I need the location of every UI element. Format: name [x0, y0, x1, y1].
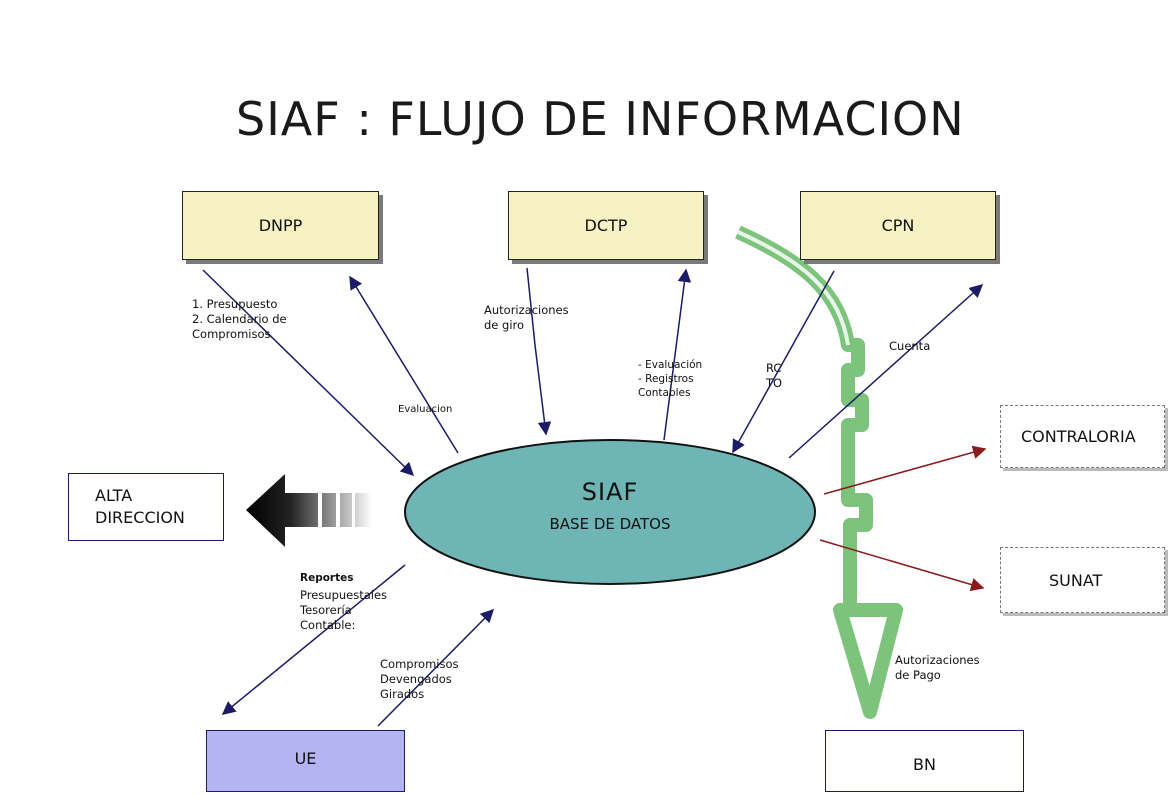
arrow-siaf-to-ue [221, 564, 406, 715]
siaf-title: SIAF [581, 478, 639, 506]
node-contraloria: CONTRALORIA [1000, 405, 1165, 468]
node-alta-direccion: ALTA DIRECCION [68, 473, 224, 541]
red-arrows [819, 445, 987, 592]
label-evaluacion-registros: - Evaluación - Registros Contables [638, 359, 703, 399]
label-reportes-body: Presupuestales Tesorería Contable: [300, 588, 388, 632]
arrow-siaf-to-dnpp [349, 275, 459, 454]
arrow-dnpp-to-siaf [202, 269, 415, 477]
node-ue: UE [206, 730, 405, 792]
label-compromisos: Compromisos Devengados Girados [380, 657, 459, 701]
node-cpn: CPN [800, 191, 996, 260]
label-autorizaciones-pago: Autorizaciones de Pago [895, 653, 980, 682]
arrow-siaf-to-dctp [663, 268, 692, 441]
alta-direccion-arrow [246, 474, 372, 547]
arrow-cpn-to-siaf [732, 270, 835, 454]
node-dctp: DCTP [508, 191, 704, 260]
label-presupuesto: 1. Presupuesto 2. Calendario de Compromi… [192, 297, 287, 341]
node-sunat: SUNAT [1000, 547, 1165, 613]
green-flow-arrow [735, 225, 903, 719]
label-reportes-title: Reportes [300, 572, 354, 584]
siaf-ellipse [404, 439, 816, 585]
node-bn: BN [825, 730, 1024, 792]
blue-arrows [202, 267, 984, 727]
arrow-siaf-to-contraloria [823, 445, 987, 495]
label-cuenta: Cuenta [889, 339, 931, 353]
arrow-dctp-to-siaf [526, 267, 552, 436]
page-title: SIAF : FLUJO DE INFORMACION [236, 92, 965, 146]
label-autorizaciones-giro: Autorizaciones de giro [484, 303, 569, 332]
arrow-siaf-to-sunat [819, 539, 985, 592]
node-dnpp: DNPP [182, 191, 379, 260]
label-rc-to: RC TO [766, 361, 783, 390]
siaf-subtitle: BASE DE DATOS [549, 515, 671, 533]
arrow-siaf-to-cuenta [788, 283, 984, 459]
label-evaluacion: Evaluacion [398, 404, 453, 415]
arrow-ue-to-siaf [377, 608, 495, 727]
